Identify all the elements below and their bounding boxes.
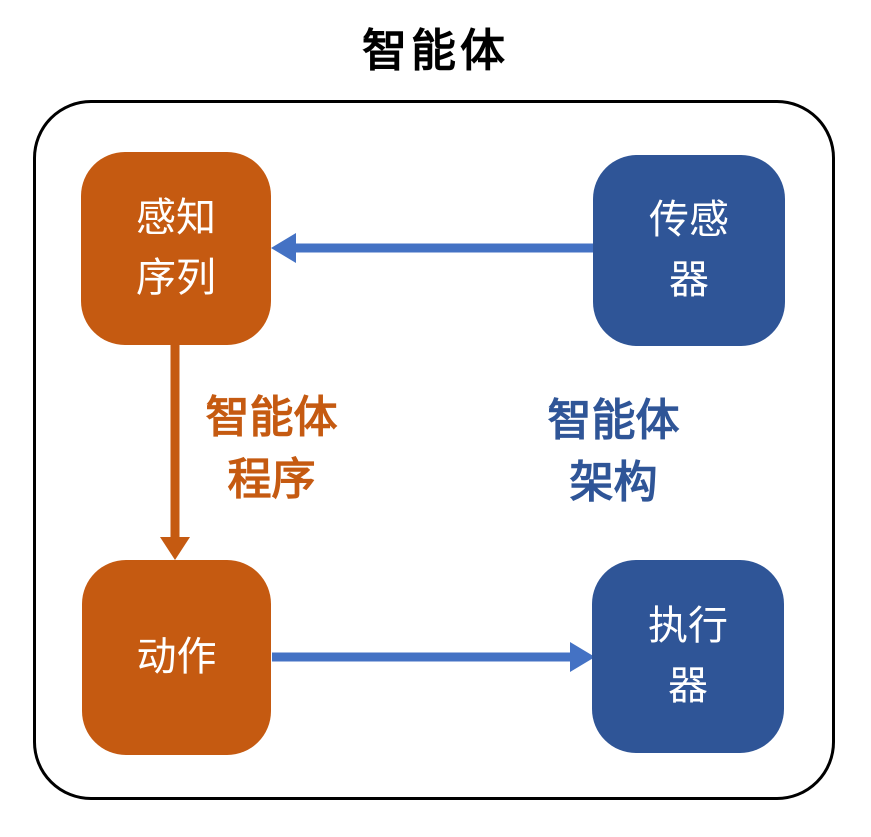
agent-program-label: 智能体 程序 (205, 393, 338, 505)
agent-architecture-label: 智能体 架构 (547, 396, 680, 508)
node-percept-sequence: 感知 序列 (81, 152, 271, 345)
node-sensors: 传感 器 (593, 155, 785, 346)
agent-frame (33, 100, 835, 800)
node-actuators: 执行 器 (592, 560, 784, 753)
node-action: 动作 (82, 560, 271, 755)
diagram-title: 智能体 (361, 25, 509, 76)
